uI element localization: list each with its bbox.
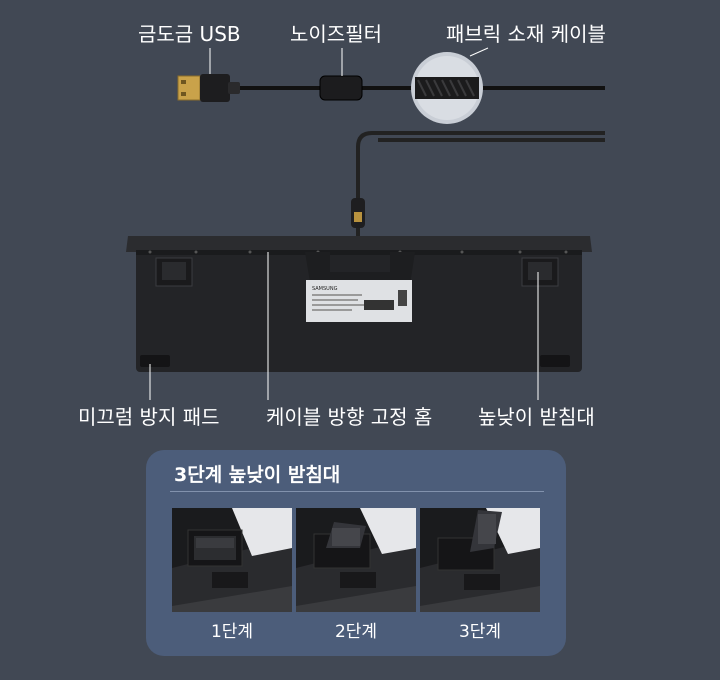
stage-image-2 — [296, 508, 416, 612]
label-fabric-cable: 패브릭 소재 케이블 — [446, 22, 606, 46]
stage-image-1 — [172, 508, 292, 612]
label-gold-usb: 금도금 USB — [138, 22, 241, 46]
anti-slip-pad-right — [540, 355, 570, 367]
tilt-stand-left — [155, 257, 193, 287]
cable-illustration — [177, 47, 605, 124]
stage-caption-2: 2단계 — [334, 622, 378, 642]
anti-slip-pad-left — [140, 355, 170, 367]
tilt-stage-panel: 3단계 높낮이 받침대 — [146, 450, 566, 656]
panel-divider — [170, 491, 544, 492]
keyboard-bottom: SAMSUNG — [126, 236, 592, 372]
label-tilt-stand: 높낮이 받침대 — [478, 405, 595, 429]
noise-filter-icon — [319, 75, 363, 101]
stage-caption-3: 3단계 — [458, 622, 502, 642]
keyboard-illustration: SAMSUNG — [126, 131, 605, 400]
panel-title: 3단계 높낮이 받침대 — [174, 464, 341, 486]
stage-caption-1: 1단계 — [210, 622, 254, 642]
label-cable-groove: 케이블 방향 고정 홈 — [266, 405, 433, 429]
sticker-brand: SAMSUNG — [312, 286, 338, 292]
fabric-cable-magnifier-icon — [411, 52, 483, 124]
usb-plug-icon — [177, 74, 240, 102]
tilt-stand-right — [521, 257, 559, 287]
label-noise-filter: 노이즈필터 — [290, 22, 382, 46]
label-anti-slip-pad: 미끄럼 방지 패드 — [78, 405, 220, 429]
stage-image-3 — [420, 508, 540, 612]
